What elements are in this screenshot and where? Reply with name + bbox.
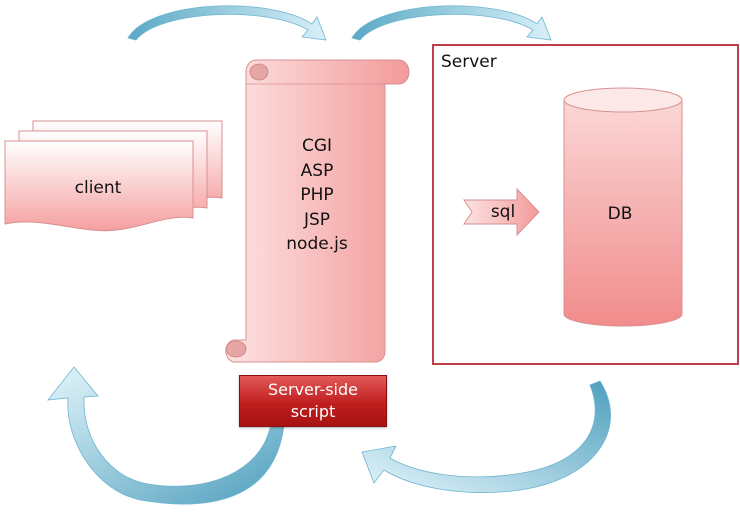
server-side-script-box: Server-side script: [239, 375, 387, 427]
scroll-item-nodejs: node.js: [286, 234, 348, 254]
scroll-item-jsp: JSP: [303, 209, 331, 230]
db-cylinder: [563, 87, 683, 327]
arrow-script-to-client: [47, 366, 285, 505]
scroll-item-cgi: CGI: [301, 136, 333, 156]
sql-label: sql: [490, 202, 516, 222]
db-label: DB: [607, 204, 633, 224]
scroll-item-php: PHP: [300, 185, 334, 205]
client-label: client: [74, 178, 122, 198]
server-side-script-line1: Server-side: [268, 380, 358, 399]
sql-arrow: [463, 187, 540, 237]
scroll-item-asp: ASP: [300, 160, 334, 181]
arrow-script-to-server: [351, 5, 552, 41]
server-side-script-line2: script: [290, 402, 336, 421]
scroll-text: CGI ASP PHP JSP node.js: [262, 134, 372, 257]
client-documents: [4, 120, 223, 232]
arrow-client-to-script: [127, 5, 327, 41]
server-title: Server: [441, 52, 497, 72]
scroll-shape: [225, 59, 410, 363]
arrow-server-to-script: [361, 380, 611, 493]
